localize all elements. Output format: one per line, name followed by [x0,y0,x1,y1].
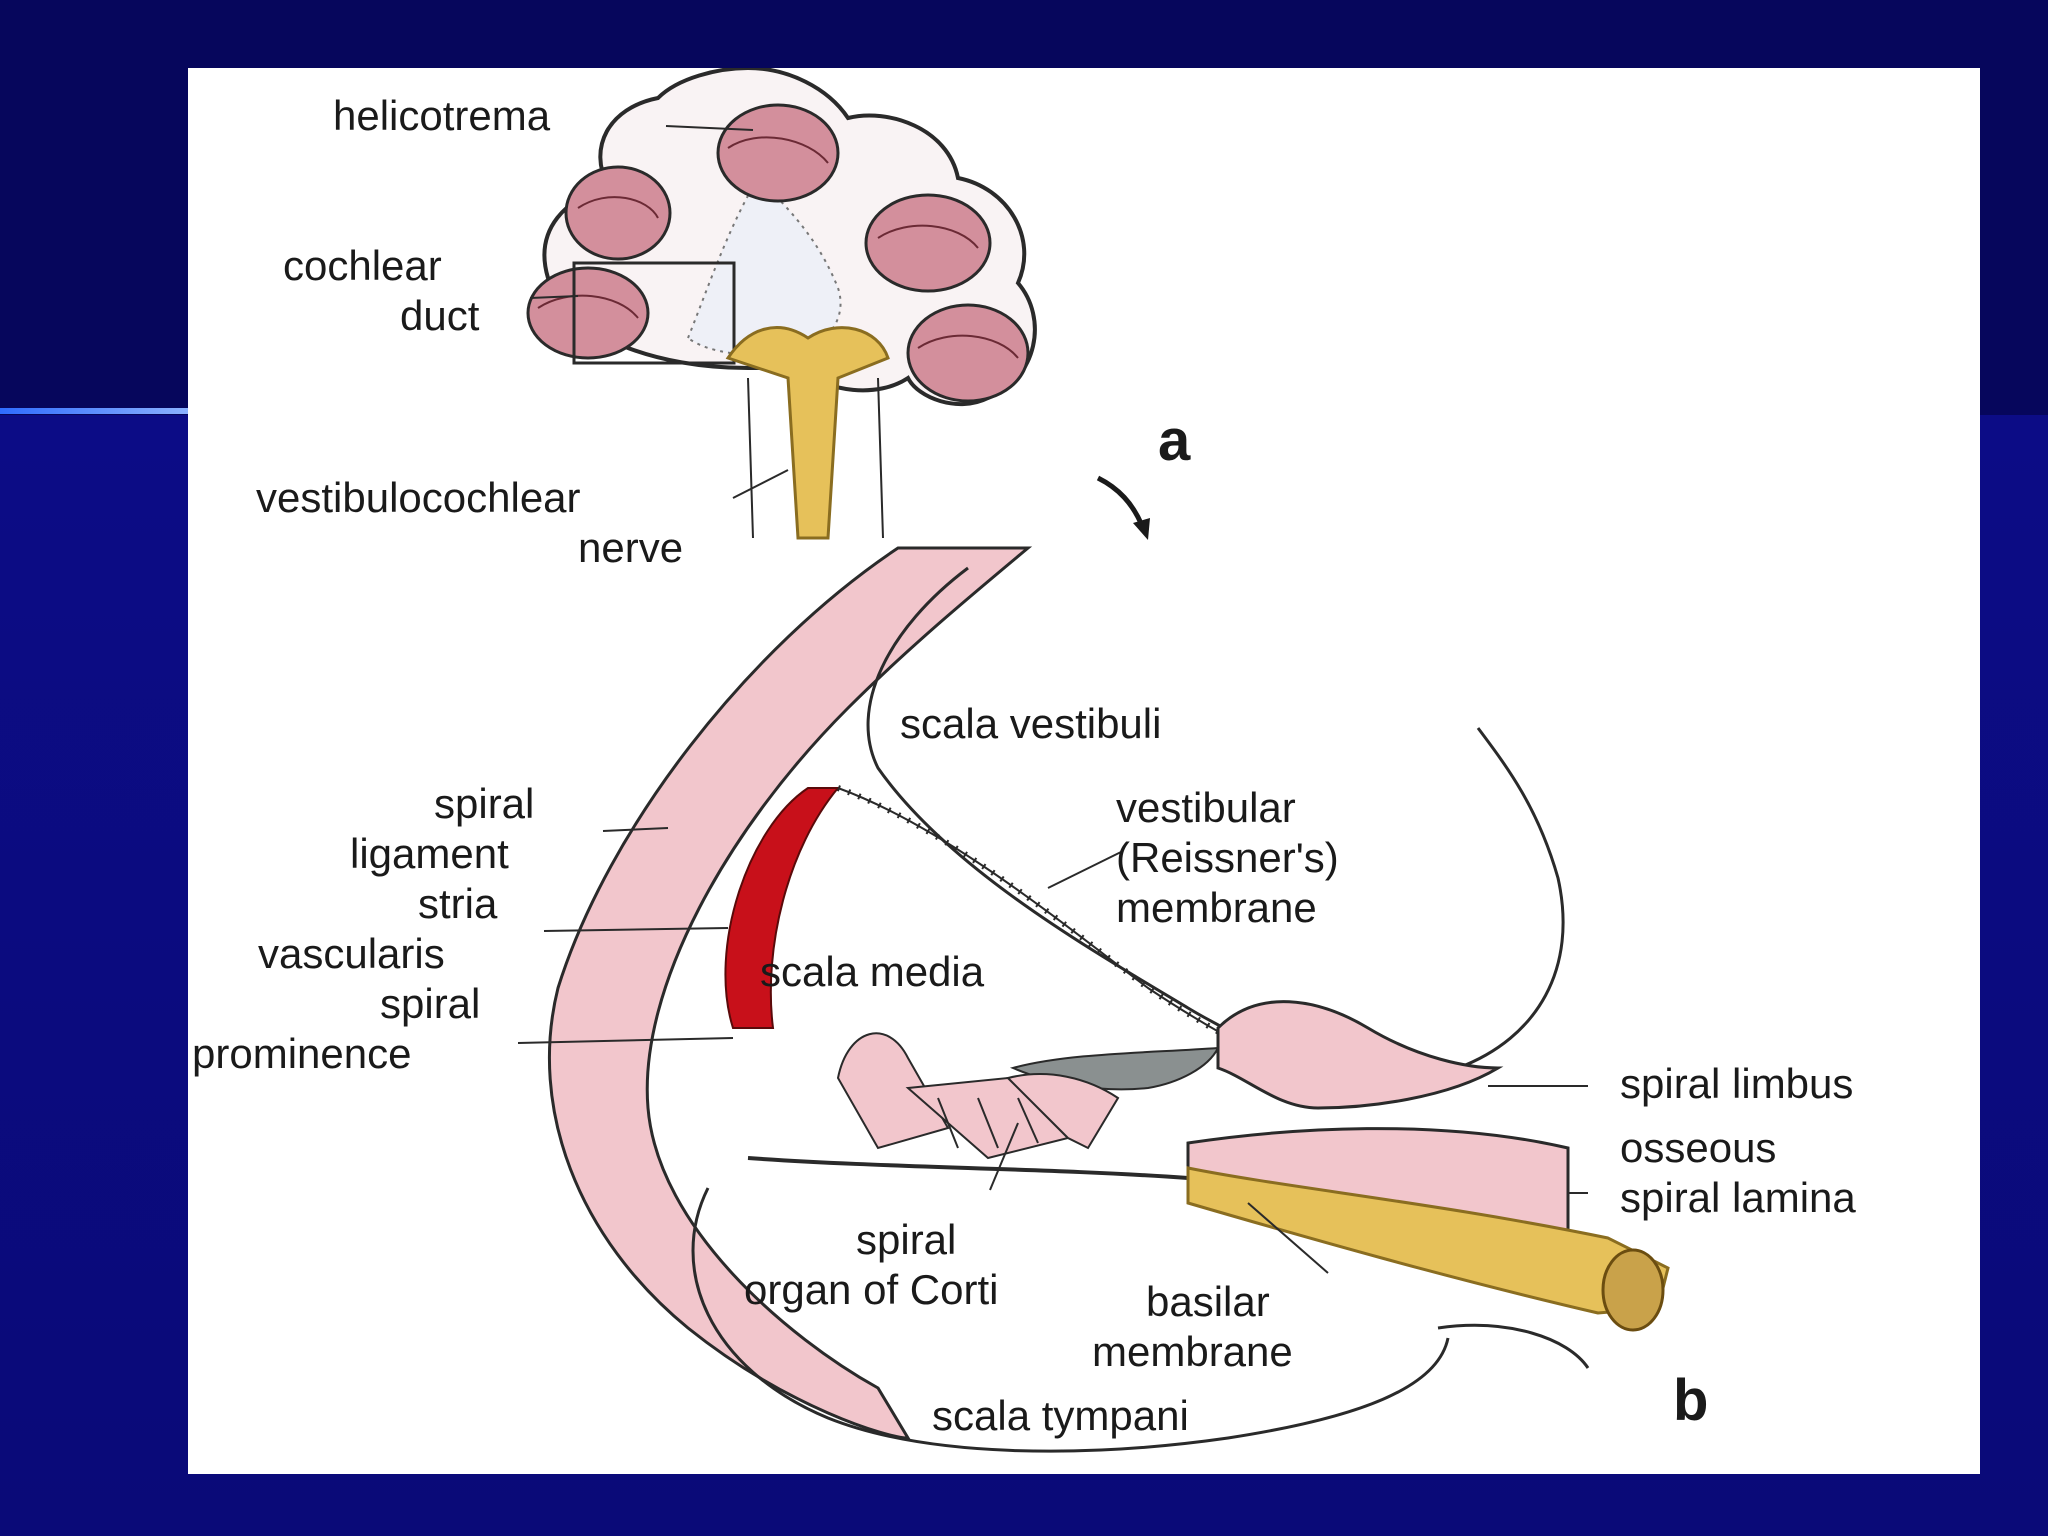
label-stria-2: vascularis [258,930,445,977]
duct-turn-upper-left [564,165,672,261]
label-corti-2: organ of Corti [744,1266,998,1313]
vestibulocochlear-nerve [725,326,890,540]
modiolus [686,176,842,356]
label-nerve: nerve [578,524,683,571]
label-osseous-1: osseous [1620,1124,1776,1171]
label-panel-a: a [1158,408,1191,473]
label-stria-1: stria [418,880,498,927]
label-corti-1: spiral [856,1216,956,1263]
duct-turn-lower-right [906,303,1030,403]
label-osseous-2: spiral lamina [1620,1174,1856,1221]
label-basilar-2: membrane [1092,1328,1293,1375]
duct-turn-lower-left [526,266,650,360]
label-vestibulocochlear: vestibulocochlear [256,474,581,521]
cochlea-section-a: helicotrema cochlear duct vestibulocochl… [256,68,1191,571]
nerve-cut-end [1601,1248,1665,1332]
label-scala-vestibuli: scala vestibuli [900,700,1161,747]
label-vestibular-2: (Reissner's) [1116,834,1339,881]
label-panel-b: b [1673,1368,1708,1433]
label-vestibular-1: vestibular [1116,784,1296,831]
cochlea-figure: helicotrema cochlear duct vestibulocochl… [188,68,1980,1474]
label-spiral-limbus: spiral limbus [1620,1060,1853,1107]
label-basilar-1: basilar [1146,1278,1270,1325]
label-helicotrema: helicotrema [333,92,551,139]
slide-accent-rule [0,408,195,414]
duct-turn-apex [716,103,840,203]
label-duct: duct [400,292,480,339]
label-spiral-ligament-2: ligament [350,830,509,877]
cochlear-duct-section-b: scala vestibuli spiral ligament stria va… [192,546,1856,1453]
cochlea-diagram: helicotrema cochlear duct vestibulocochl… [192,68,1856,1453]
label-spiral-prominence-1: spiral [380,980,480,1027]
label-cochlear: cochlear [283,242,442,289]
spiral-limbus [1216,1000,1504,1110]
zoom-arrow [1096,475,1146,529]
label-scala-media: scala media [760,948,985,995]
label-spiral-prominence-2: prominence [192,1030,411,1077]
scala-tympani-boundary [691,1187,1450,1453]
organ-of-corti [836,1032,1120,1160]
label-vestibular-3: membrane [1116,884,1317,931]
duct-turn-upper-right [864,193,992,293]
cochlear-duct-box [572,261,736,365]
label-scala-tympani: scala tympani [932,1392,1189,1439]
label-spiral-ligament-1: spiral [434,780,534,827]
cochlear-duct-turns [526,103,1030,403]
